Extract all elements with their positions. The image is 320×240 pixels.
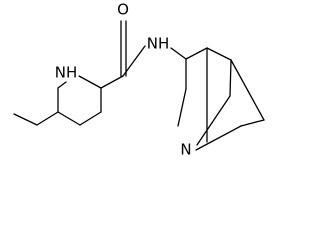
bond-c2-to-carbonyl xyxy=(100,75,124,89)
oxygen-label: O xyxy=(117,1,129,19)
bond-carbonyl-to-nh xyxy=(122,45,146,77)
bond-pip-c4-to-c5 xyxy=(57,111,81,126)
bond-pip-nh-to-c2 xyxy=(78,75,102,89)
bond-q-c6-to-n xyxy=(196,95,231,146)
bond-q-c3-to-c4 xyxy=(185,47,208,60)
bond-pip-c6-to-nh xyxy=(57,81,67,89)
piperidine-ring xyxy=(36,75,102,126)
bond-pip-c3-to-c4 xyxy=(79,111,102,126)
bond-q-c5-to-c6 xyxy=(229,59,232,97)
bond-q-c8-to-n xyxy=(195,125,242,151)
quinuclidine-cage xyxy=(177,47,265,151)
bond-q-c4-to-c7 xyxy=(230,59,265,121)
molecule-structure-diagram: O NH NH N xyxy=(13,1,265,159)
piperidine-nitrogen-label: NH xyxy=(55,64,78,82)
amide-nitrogen-label: NH xyxy=(147,35,170,53)
bond-methyl xyxy=(13,113,38,126)
bond-q-c4-to-c5 xyxy=(206,47,232,61)
bond-nh-to-quinuclidine xyxy=(170,47,187,60)
amide-group xyxy=(100,20,187,89)
bond-pip-c5-to-c6 xyxy=(36,111,59,126)
bond-q-c7-to-c8 xyxy=(240,119,265,127)
quinuclidine-nitrogen-label: N xyxy=(180,141,191,159)
bond-q-c2-to-n xyxy=(177,88,187,127)
